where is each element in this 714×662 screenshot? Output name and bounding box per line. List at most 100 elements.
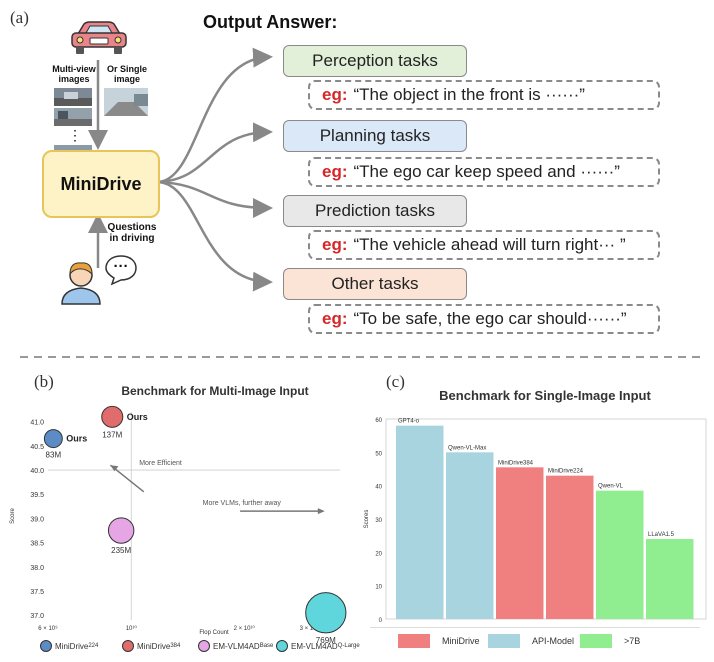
multi-view-image (54, 88, 92, 106)
example-text: “The object in the front is ······” (353, 85, 585, 104)
x-tick-label: 10¹⁰ (126, 625, 138, 632)
task-label: Planning tasks (319, 126, 431, 145)
x-tick-label: 3 × 10¹⁰ (300, 625, 322, 632)
car-icon (71, 21, 127, 54)
task-label: Perception tasks (312, 51, 438, 70)
x-axis-label: Flop Count (199, 630, 229, 636)
panel-b-label: (b) (34, 372, 54, 391)
task-perception: Perception tasks (283, 45, 467, 77)
legend-marker (198, 640, 210, 652)
legend-swatch (398, 634, 430, 648)
example-prediction: eg: “The vehicle ahead will turn right··… (308, 230, 660, 260)
bar (446, 452, 494, 619)
example-other: eg: “To be safe, the ego car should·····… (308, 304, 660, 334)
task-planning: Planning tasks (283, 120, 467, 152)
legend-name: MiniDrive (137, 641, 171, 651)
scatter-point (107, 517, 135, 544)
y-tick-label: 40.0 (30, 468, 44, 475)
speech-dots: ··· (113, 258, 129, 275)
more-efficient-label: More Efficient (139, 460, 182, 467)
legend-name: >7B (624, 636, 641, 646)
panel-c-label: (c) (386, 372, 405, 391)
scatter-point (101, 405, 124, 428)
bar-label: MiniDrive384 (498, 460, 534, 466)
more-vlms-label: More VLMs, further away (203, 500, 282, 507)
bar-legend: MiniDrive API-Model >7B (370, 627, 700, 654)
example-planning: eg: “The ego car keep speed and ······” (308, 157, 660, 187)
bar-label: MiniDrive224 (548, 469, 584, 475)
example-perception: eg: “The object in the front is ······” (308, 80, 660, 110)
example-text: “The ego car keep speed and ······” (353, 162, 620, 181)
example-text: “The vehicle ahead will turn right··· ” (353, 235, 626, 254)
task-label: Other tasks (331, 274, 419, 293)
legend-marker (276, 640, 288, 652)
legend-minidrive: MiniDrive (398, 634, 480, 648)
task-other: Other tasks (283, 268, 467, 300)
bar (546, 475, 594, 619)
bar-label: Qwen-VL-Max (448, 445, 486, 451)
y-tick-label: 20 (375, 551, 382, 557)
bar-label: GPT4-o (398, 419, 420, 425)
legend-marker (40, 640, 52, 652)
legend-over-7b: >7B (580, 634, 640, 648)
scatter-title: Benchmark for Multi-Image Input (121, 384, 309, 398)
bar (646, 539, 694, 619)
y-tick-label: 0 (379, 618, 383, 624)
y-tick-label: 37.0 (30, 613, 44, 620)
example-text: “To be safe, the ego car should······” (353, 309, 627, 328)
x-tick-label: 2 × 10¹⁰ (234, 625, 256, 632)
eg-label: eg: (322, 309, 348, 328)
task-prediction: Prediction tasks (283, 195, 467, 227)
point-params-label: 769M (316, 636, 336, 645)
y-tick-label: 39.5 (30, 492, 44, 499)
ellipsis-dots: ⋮ (68, 127, 82, 143)
or-single-label: Or Single image (106, 64, 147, 84)
legend-name: API-Model (532, 636, 575, 646)
bar-chart: 0102030405060ScoresGPT4-oQwen-VL-MaxMini… (364, 418, 707, 624)
user-icon (61, 262, 101, 305)
y-tick-label: 38.0 (30, 565, 44, 572)
y-tick-label: 60 (375, 418, 382, 424)
speech-bubble-icon (105, 255, 137, 286)
further-arrow-head (317, 508, 325, 515)
multi-view-label: Multi-view images (52, 64, 96, 84)
scatter-chart: 37.037.538.038.539.039.540.040.541.06 × … (10, 405, 347, 645)
point-ours-label: Ours (127, 412, 148, 422)
panel-a-label: (a) (10, 8, 29, 27)
legend-marker (122, 640, 134, 652)
efficient-arrow-line (109, 464, 145, 493)
y-axis-label: Score (10, 508, 16, 524)
bar-label: Qwen-VL (598, 484, 624, 490)
point-params-label: 235M (111, 546, 131, 555)
minidrive-label: MiniDrive (60, 173, 142, 194)
y-tick-label: 41.0 (30, 420, 44, 427)
legend-name: EM-VLM4AD (213, 641, 260, 651)
y-tick-label: 37.5 (30, 589, 44, 596)
legend-swatch (488, 634, 520, 648)
bar-label: LLaVA1.5 (648, 532, 675, 538)
y-tick-label: 38.5 (30, 541, 44, 548)
bar (596, 490, 644, 619)
efficient-arrow-head (110, 465, 119, 472)
minidrive-box: MiniDrive (42, 150, 160, 218)
eg-label: eg: (322, 235, 348, 254)
y-tick-label: 40 (375, 485, 382, 491)
legend-sub: 224 (88, 643, 99, 649)
legend-name: EM-VLM4AD (291, 641, 338, 651)
bar-title: Benchmark for Single-Image Input (439, 388, 651, 403)
x-tick-label: 6 × 10⁹ (38, 625, 58, 632)
y-tick-label: 10 (375, 585, 382, 591)
point-params-label: 83M (46, 451, 62, 460)
bar (396, 425, 444, 619)
y-tick-label: 40.5 (30, 444, 44, 451)
multi-view-image (54, 108, 92, 126)
y-tick-label: 50 (375, 451, 382, 457)
legend-api-model: API-Model (488, 634, 574, 648)
eg-label: eg: (322, 162, 348, 181)
point-params-label: 137M (102, 430, 122, 439)
scatter-point (305, 592, 347, 634)
legend-name: MiniDrive (55, 641, 89, 651)
